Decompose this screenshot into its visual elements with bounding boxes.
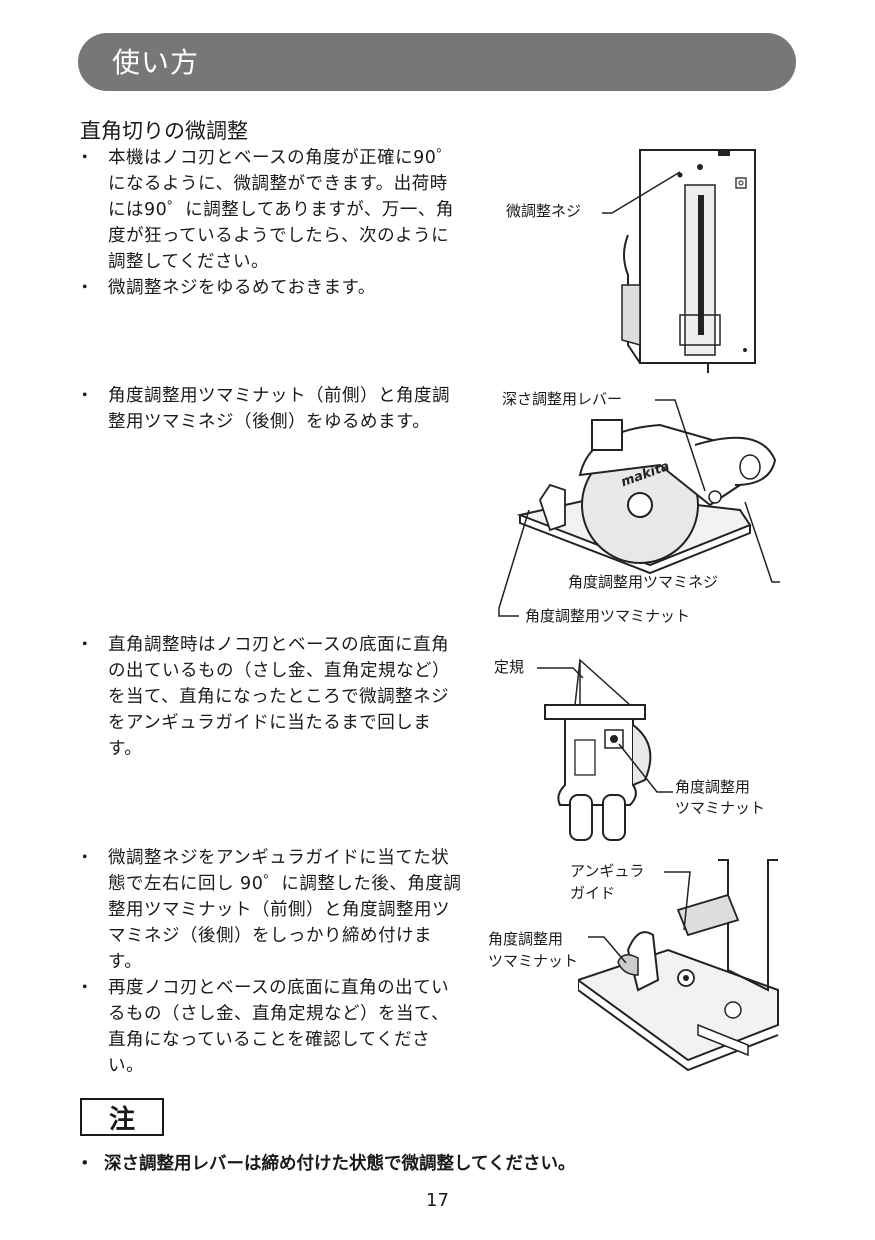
callout-angular-guide-line1: アンギュラ — [570, 862, 645, 880]
bullet-item: 再度ノコ刃とベースの底面に直角の出ているもの（さし金、直角定規など）を当て、直角… — [76, 975, 465, 1079]
bullet-item: 直角調整時はノコ刃とベースの底面に直角の出ているもの（さし金、直角定規など）を当… — [76, 632, 465, 762]
leader-line — [664, 871, 691, 931]
leader-line — [655, 399, 706, 492]
callout-angle-nut-detail-line2: ツマミナット — [488, 952, 579, 970]
callout-angle-nut: 角度調整用ツマミナット — [525, 607, 691, 625]
step-4-text: 微調整ネジをアンギュラガイドに当てた状態で左右に回し 90゜に調整した後、角度調… — [76, 845, 465, 1079]
section-header-bar: 使い方 — [78, 33, 796, 91]
callout-angle-nut-front-line1: 角度調整用 — [675, 778, 751, 796]
note-text: 深さ調整用レバーは締め付けた状態で微調整してください。 — [76, 1150, 575, 1175]
figure-top-view — [600, 145, 770, 375]
bullet-item: 微調整ネジをゆるめておきます。 — [76, 275, 465, 301]
figure-front-view — [535, 655, 665, 845]
bullet-item: 微調整ネジをアンギュラガイドに当てた状態で左右に回し 90゜に調整した後、角度調… — [76, 845, 465, 975]
callout-fine-adjust-screw: 微調整ネジ — [506, 202, 582, 220]
leader-line — [602, 171, 681, 214]
step-1-text: 本機はノコ刃とベースの角度が正確に90゜になるように、微調整ができます。出荷時に… — [76, 145, 465, 301]
callout-angle-nut-detail-line1: 角度調整用 — [488, 930, 564, 948]
leader-line — [744, 501, 780, 583]
step-2-text: 角度調整用ツマミナット（前側）と角度調整用ツマミネジ（後側）をゆるめます。 — [76, 383, 465, 435]
bullet-item: 角度調整用ツマミナット（前側）と角度調整用ツマミネジ（後側）をゆるめます。 — [76, 383, 465, 435]
bullet-item: 本機はノコ刃とベースの角度が正確に90゜になるように、微調整ができます。出荷時に… — [76, 145, 465, 275]
step-3-text: 直角調整時はノコ刃とベースの底面に直角の出ているもの（さし金、直角定規など）を当… — [76, 632, 465, 762]
section-title: 直角切りの微調整 — [80, 119, 248, 143]
note-heading: 注 — [80, 1098, 164, 1136]
leader-line — [618, 743, 673, 793]
page-number: 17 — [426, 1190, 449, 1211]
leader-line — [588, 936, 627, 964]
callout-depth-lever: 深さ調整用レバー — [502, 390, 623, 408]
leader-line — [498, 509, 530, 617]
callout-square: 定規 — [494, 658, 525, 676]
callout-angle-screw: 角度調整用ツマミネジ — [568, 573, 719, 591]
callout-angular-guide-line2: ガイド — [570, 884, 616, 902]
figure-perspective-view: makita — [510, 405, 780, 605]
leader-line — [537, 667, 584, 679]
callout-angle-nut-front-line2: ツマミナット — [675, 799, 766, 817]
header-title: 使い方 — [112, 46, 200, 79]
